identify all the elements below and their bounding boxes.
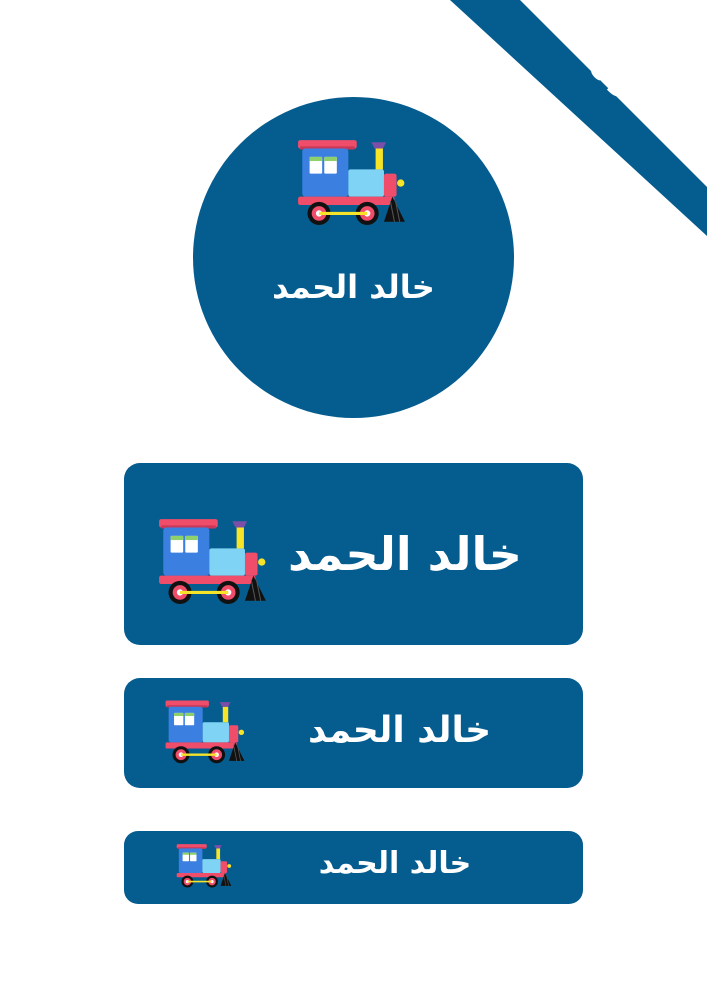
model-badge-text: نموذج ٦ [570, 33, 656, 119]
small-label-name: خالد الحمد [318, 846, 472, 881]
medium-label-name: خالد الحمد [307, 710, 492, 751]
circle-name-label [193, 97, 514, 418]
train-icon [157, 517, 268, 605]
train-icon [175, 843, 233, 888]
large-label-name: خالد الحمد [288, 527, 522, 581]
train-icon [296, 138, 407, 226]
circle-label-name: خالد الحمد [272, 268, 435, 306]
train-icon [164, 699, 246, 764]
